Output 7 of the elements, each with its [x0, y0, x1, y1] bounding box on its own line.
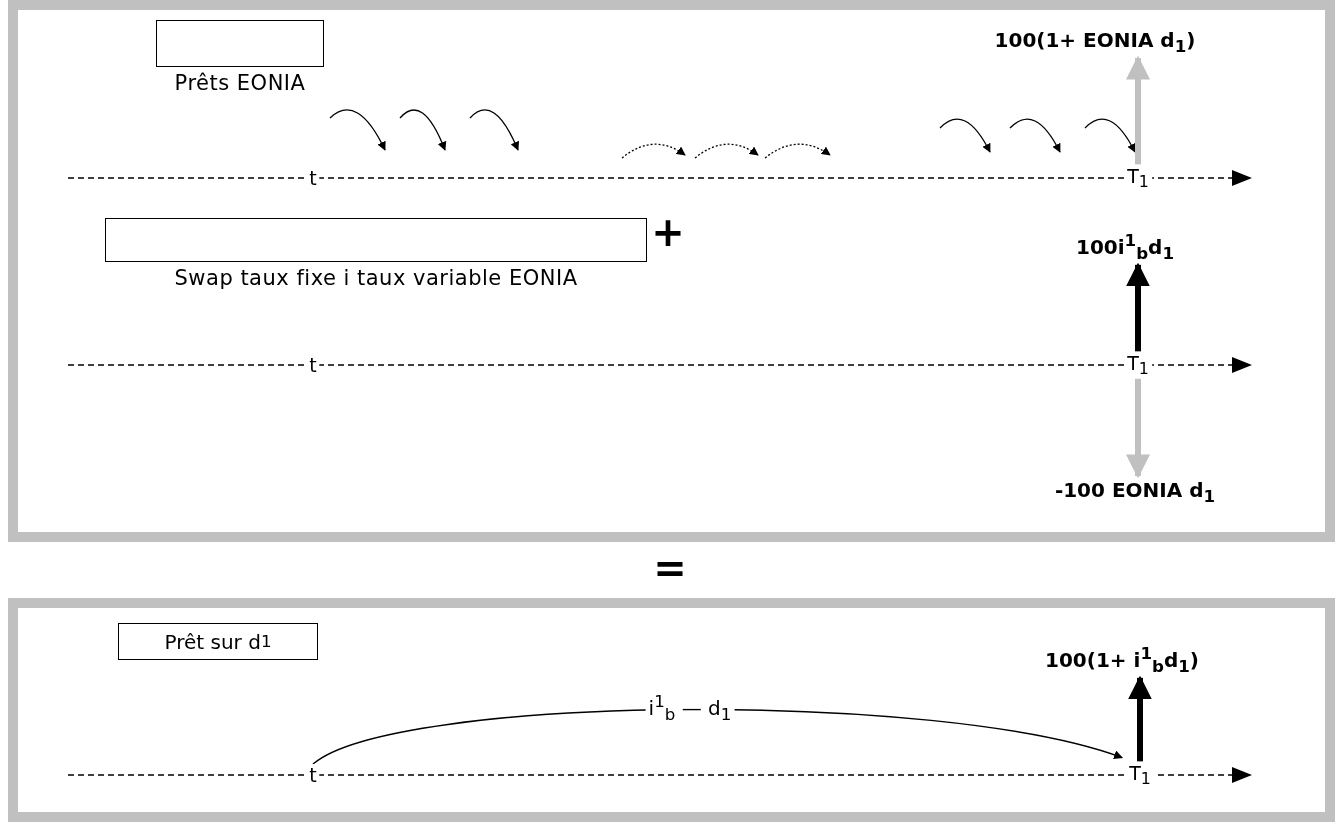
- arrow: [1126, 378, 1150, 479]
- arrow: [1126, 262, 1150, 352]
- arrow: [312, 708, 1123, 765]
- instrument-label: Swap taux fixe i taux variable EONIA: [174, 266, 578, 290]
- arrow: [1126, 55, 1150, 165]
- instrument-label: Prêts EONIA: [174, 71, 306, 95]
- arrow: [1128, 675, 1152, 762]
